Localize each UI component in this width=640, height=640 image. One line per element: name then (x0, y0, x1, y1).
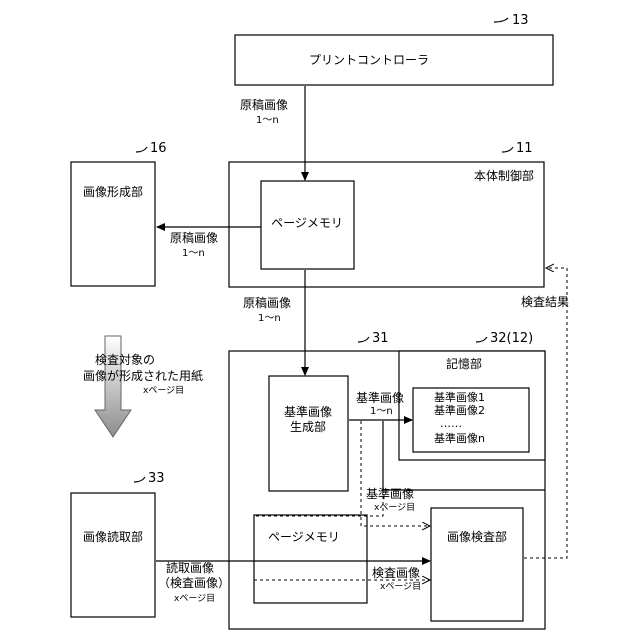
label-reference-to-inspect-page: xページ目 (374, 502, 415, 513)
label-original-left-range: 1～n (182, 248, 205, 259)
reference-image-1: 基準画像1 (434, 390, 485, 404)
svg-text:32(12): 32(12) (490, 331, 533, 346)
image-inspection-box (431, 508, 523, 621)
ref-main-control: 11 (502, 141, 533, 156)
ref-inspection-unit: 31 (358, 331, 389, 346)
reference-image-2: 基準画像2 (434, 403, 485, 417)
main-control-label: 本体制御部 (474, 168, 534, 183)
print-controller-label: プリントコントローラ (309, 53, 429, 67)
reference-image-ellipsis: …… (440, 417, 462, 430)
svg-text:33: 33 (148, 471, 165, 486)
reference-gen-label-1: 基準画像 (284, 404, 332, 419)
svg-text:31: 31 (372, 331, 389, 346)
reference-gen-label-2: 生成部 (290, 419, 326, 434)
ref-print-controller: 13 (494, 13, 529, 28)
svg-text:11: 11 (516, 141, 533, 156)
storage-label: 記憶部 (446, 356, 482, 371)
label-inspect-image-page: xページ目 (380, 581, 421, 592)
image-reading-label: 画像読取部 (83, 529, 143, 544)
label-original-bottom-range: 1～n (258, 313, 281, 324)
ref-storage: 32(12) (476, 331, 533, 346)
label-original-top-range: 1～n (256, 115, 279, 126)
image-reading-box (71, 493, 155, 617)
paper-feed-arrow (95, 336, 131, 437)
page-memory-main-label: ページメモリ (271, 216, 343, 230)
ref-image-forming: 16 (136, 141, 167, 156)
label-read-image-1: 読取画像 (166, 560, 214, 575)
label-read-image-2: （検査画像） (158, 576, 230, 590)
label-original-top: 原稿画像 (240, 97, 288, 112)
label-original-bottom: 原稿画像 (243, 295, 291, 310)
label-inspection-result: 検査結果 (521, 295, 569, 309)
image-inspection-label: 画像検査部 (447, 529, 507, 544)
label-read-image-page: xページ目 (174, 593, 215, 604)
image-forming-box (71, 162, 155, 286)
svg-text:16: 16 (150, 141, 167, 156)
label-reference-to-storage: 基準画像 (356, 390, 404, 405)
label-inspect-image: 検査画像 (372, 566, 420, 580)
ref-image-reading: 33 (134, 471, 165, 486)
label-paper-page: xページ目 (143, 385, 184, 396)
page-memory-insp-label: ページメモリ (268, 530, 340, 544)
label-reference-to-storage-range: 1～n (370, 406, 393, 417)
label-paper-1: 検査対象の (95, 353, 155, 367)
svg-text:13: 13 (512, 13, 529, 28)
label-paper-2: 画像が形成された用紙 (83, 368, 203, 383)
label-reference-to-inspect: 基準画像 (366, 486, 414, 501)
label-original-left: 原稿画像 (170, 230, 218, 245)
image-forming-label: 画像形成部 (83, 184, 143, 199)
page-memory-insp-box (254, 515, 367, 603)
reference-image-n: 基準画像n (434, 431, 485, 445)
